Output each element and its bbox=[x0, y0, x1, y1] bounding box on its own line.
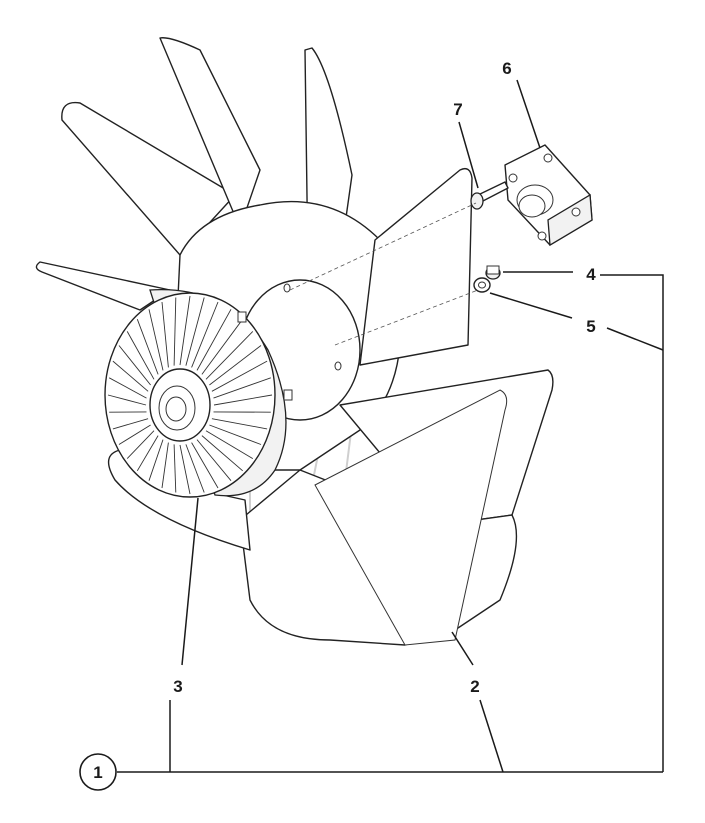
callout-3: 3 bbox=[173, 677, 182, 696]
blade-top-left bbox=[61, 101, 236, 256]
blade-left bbox=[35, 261, 171, 311]
cooling-fin bbox=[209, 424, 262, 445]
blade-right-lower bbox=[314, 389, 508, 646]
cooling-fin bbox=[201, 318, 244, 375]
alignment-lines bbox=[289, 202, 479, 346]
cooling-fin bbox=[136, 435, 159, 472]
cooling-fin bbox=[191, 301, 219, 368]
cooling-fin bbox=[191, 442, 219, 489]
cooling-fin bbox=[179, 444, 191, 495]
cooling-fin bbox=[112, 360, 149, 392]
viscous-clutch bbox=[104, 288, 293, 498]
cooling-fin bbox=[148, 439, 164, 481]
cooling-fin bbox=[112, 418, 149, 430]
cooling-fin bbox=[136, 319, 159, 375]
adapter-plate bbox=[504, 144, 593, 247]
cooling-fin bbox=[173, 444, 177, 493]
cooling-fin bbox=[196, 309, 232, 371]
bolt-7 bbox=[470, 181, 509, 210]
cooling-fin bbox=[211, 418, 268, 430]
cooling-fin bbox=[205, 430, 254, 459]
hub-bolt-hole bbox=[334, 361, 342, 371]
cooling-fin bbox=[211, 360, 268, 392]
clutch-cooling-fins bbox=[107, 295, 273, 495]
blade-right-upper bbox=[359, 167, 473, 366]
callout-6: 6 bbox=[502, 59, 511, 78]
cooling-fin bbox=[126, 430, 155, 459]
cooling-fin bbox=[107, 394, 147, 406]
blade-top bbox=[159, 37, 261, 229]
callout-4: 4 bbox=[586, 265, 596, 284]
cooling-fin bbox=[213, 394, 273, 406]
fan-blade-assembly bbox=[35, 37, 554, 646]
cooling-fin bbox=[201, 435, 243, 472]
clutch-center-ring bbox=[165, 396, 187, 422]
cooling-fin bbox=[126, 331, 155, 380]
callout-7: 7 bbox=[453, 100, 462, 119]
cooling-fin bbox=[209, 345, 262, 386]
clutch-stud bbox=[283, 389, 293, 401]
cooling-fin bbox=[205, 331, 254, 380]
callout-circle-1 bbox=[79, 753, 117, 791]
cooling-fin bbox=[161, 301, 169, 368]
leader-lines bbox=[117, 79, 664, 773]
bolt-4 bbox=[485, 265, 501, 280]
callout-5: 5 bbox=[586, 317, 595, 336]
cooling-fin bbox=[173, 297, 177, 366]
cooling-fin bbox=[185, 297, 205, 366]
cooling-fin bbox=[213, 377, 271, 399]
cooling-fin bbox=[108, 377, 147, 399]
callout-1: 1 bbox=[93, 763, 102, 782]
clutch-stud bbox=[237, 311, 247, 323]
cooling-fin bbox=[179, 295, 191, 366]
cooling-fin bbox=[161, 442, 169, 489]
washer-5 bbox=[473, 277, 491, 293]
cooling-fin bbox=[196, 439, 232, 481]
cooling-fin bbox=[118, 424, 151, 445]
hub-bolt-hole bbox=[283, 283, 291, 293]
callout-2: 2 bbox=[470, 677, 479, 696]
cooling-fin bbox=[118, 345, 151, 386]
cooling-fin bbox=[148, 309, 164, 371]
cooling-fin bbox=[185, 444, 205, 493]
